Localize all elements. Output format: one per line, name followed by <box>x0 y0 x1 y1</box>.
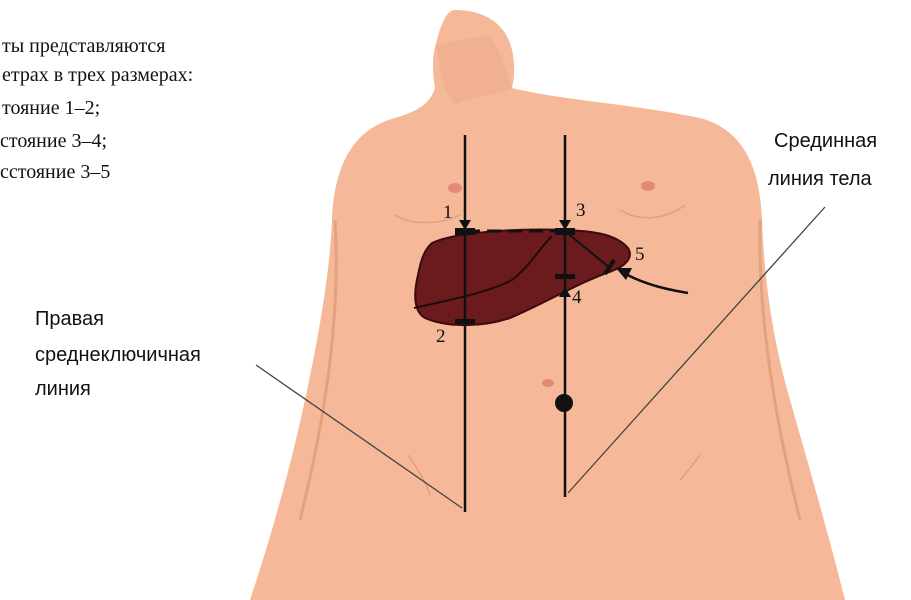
caption-line: етрах в трех размерах: <box>2 63 193 88</box>
navel <box>542 379 554 387</box>
point-label-1: 1 <box>443 202 453 224</box>
tick-point-4 <box>555 274 575 279</box>
right-nipple <box>448 183 462 193</box>
xiphoid-point <box>555 394 573 412</box>
label-line: Правая <box>35 306 104 332</box>
point-label-3: 3 <box>576 200 586 222</box>
label-line: среднеключичная <box>35 342 201 368</box>
point-label-2: 2 <box>436 326 446 348</box>
point-label-5: 5 <box>635 244 645 266</box>
left-nipple <box>641 181 655 191</box>
tick-point-3 <box>555 228 575 235</box>
tick-point-2 <box>455 319 475 324</box>
label-line: линия <box>35 376 91 402</box>
caption-line: ты представляются <box>2 34 166 59</box>
caption-line: тояние 1–2; <box>2 96 100 121</box>
caption-line: сстояние 3–5 <box>0 160 110 185</box>
caption-line: стояние 3–4; <box>0 129 107 154</box>
torso-silhouette <box>250 10 845 600</box>
label-line: линия тела <box>768 166 872 192</box>
point-label-4: 4 <box>572 287 582 309</box>
tick-point-1 <box>455 228 475 235</box>
label-line: Срединная <box>774 128 877 154</box>
